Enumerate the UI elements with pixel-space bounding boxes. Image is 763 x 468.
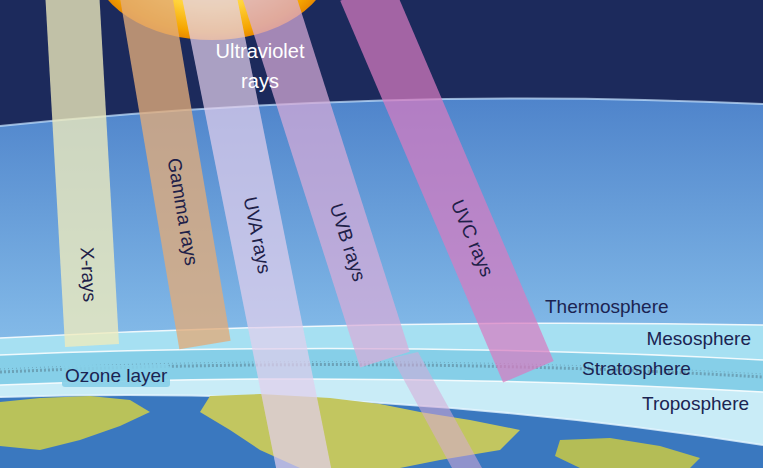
troposphere-band xyxy=(0,379,763,468)
ray-label: X-rays xyxy=(76,247,101,303)
layer-label: Mesosphere xyxy=(646,328,751,350)
land xyxy=(555,438,700,468)
ray-label: UVA rays xyxy=(239,195,276,276)
heading-label: Ultraviolet rays xyxy=(205,36,315,96)
atmosphere-edge xyxy=(0,98,763,126)
land xyxy=(0,396,150,450)
layer-label: Thermosphere xyxy=(545,296,669,318)
stratosphere-band xyxy=(0,349,763,468)
ozone-label: Ozone layer xyxy=(62,365,170,387)
layer-label: Troposphere xyxy=(642,393,749,415)
uvb-beam-extension xyxy=(392,352,482,468)
ray-label: Gamma rays xyxy=(163,156,203,267)
ray-label: UVB rays xyxy=(325,201,370,284)
layer-label: Stratosphere xyxy=(582,358,691,380)
